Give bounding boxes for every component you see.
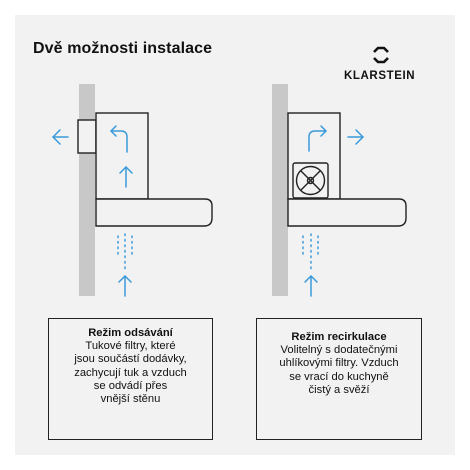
extraction-mode-description: Tukové filtry, které jsou součástí dodáv…	[74, 340, 187, 406]
hood-chimney	[95, 112, 149, 200]
arrow-icon	[119, 166, 133, 188]
recirculation-mode-description: Volitelný s dodatečnými uhlíkovými filtr…	[279, 344, 399, 396]
arrow-icon	[110, 125, 128, 153]
fan-icon	[292, 162, 329, 199]
extraction-diagram	[52, 84, 213, 297]
wall-duct	[77, 119, 97, 154]
hood-canopy	[287, 198, 407, 227]
recirculation-mode-title: Režim recirkulace	[291, 331, 387, 343]
hood-chimney	[287, 112, 341, 200]
klarstein-logo-icon	[373, 46, 389, 64]
wall	[272, 84, 288, 296]
brand-name: KLARSTEIN	[344, 70, 416, 82]
wall	[79, 84, 95, 296]
recirculation-mode-card: Režim recirkulace Volitelný s dodatečným…	[256, 318, 422, 440]
arrow-icon	[52, 129, 69, 145]
airflow-dots	[302, 233, 319, 271]
arrow-icon	[118, 275, 132, 297]
extraction-mode-card: Režim odsávání Tukové filtry, které jsou…	[48, 318, 213, 440]
arrow-icon	[304, 275, 318, 297]
airflow-dots	[117, 233, 133, 271]
extraction-mode-title: Režim odsávání	[88, 327, 173, 339]
recirculation-diagram	[272, 84, 407, 297]
hood-canopy	[95, 198, 213, 227]
arrow-icon	[347, 129, 364, 145]
arrow-icon	[308, 125, 327, 152]
page-title: Dvě možnosti instalace	[33, 40, 213, 57]
